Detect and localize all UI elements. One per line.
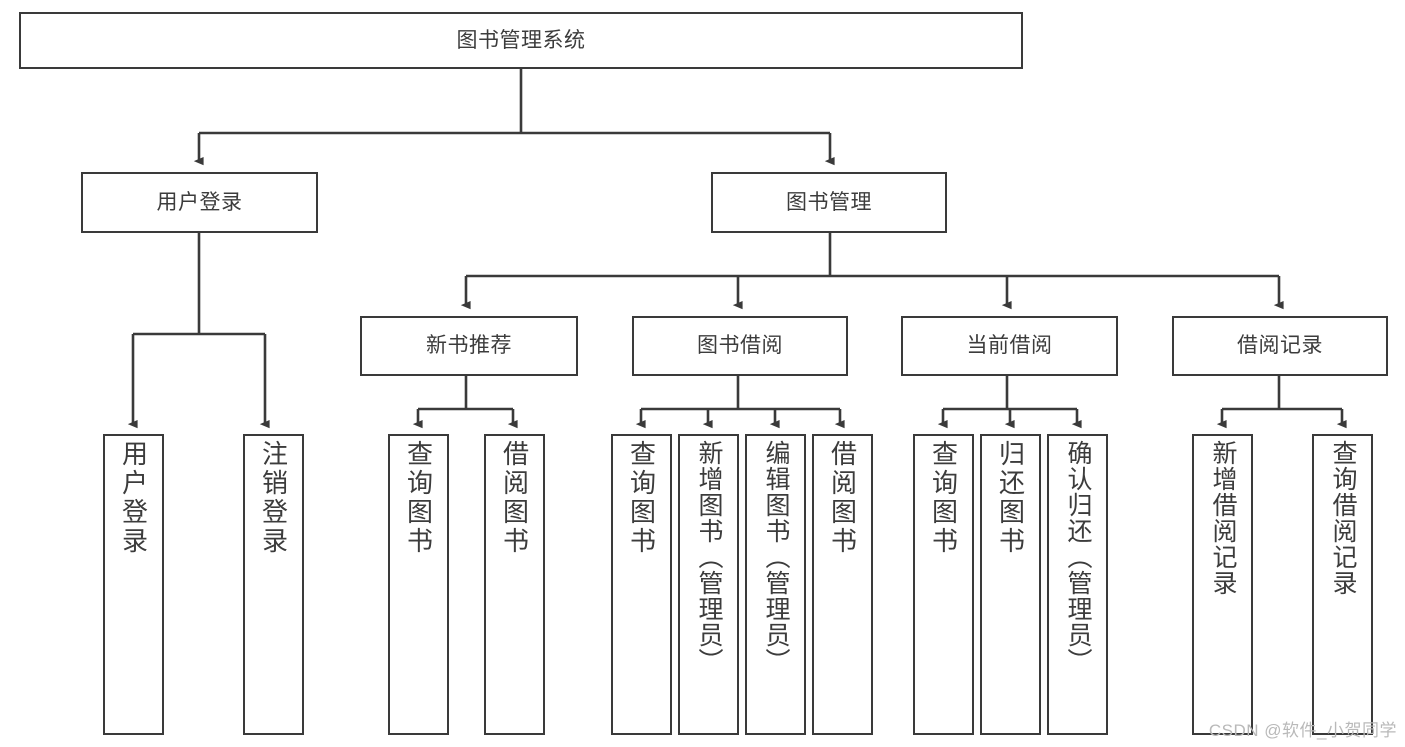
node-book-manage[interactable]: 图书管理 (711, 172, 947, 233)
node-new-book-recommend-label: 新书推荐 (426, 334, 512, 358)
node-leaf-query-book-3-label: 查询图书 (928, 440, 959, 556)
node-leaf-query-record-label: 查询借阅记录 (1329, 440, 1357, 596)
node-leaf-borrow-book-2-label: 借阅图书 (827, 440, 858, 556)
node-leaf-add-book-admin-label: 新增图书（管理员） (695, 440, 723, 674)
node-leaf-add-record-label: 新增借阅记录 (1209, 440, 1237, 596)
node-borrow-record[interactable]: 借阅记录 (1172, 316, 1388, 376)
node-leaf-user-login-label: 用户登录 (118, 440, 149, 556)
node-book-borrow-label: 图书借阅 (697, 334, 783, 358)
csdn-watermark: CSDN @软件_小贺同学 (1208, 721, 1397, 740)
node-leaf-query-book-2[interactable]: 查询图书 (611, 434, 672, 735)
node-leaf-query-record[interactable]: 查询借阅记录 (1312, 434, 1373, 735)
node-book-borrow[interactable]: 图书借阅 (632, 316, 848, 376)
node-leaf-query-book-3[interactable]: 查询图书 (913, 434, 974, 735)
node-current-borrow-label: 当前借阅 (966, 334, 1053, 358)
node-leaf-borrow-book-1-label: 借阅图书 (499, 440, 530, 556)
node-leaf-edit-book-admin-label: 编辑图书（管理员） (762, 440, 790, 674)
node-leaf-query-book-2-label: 查询图书 (626, 440, 657, 556)
node-leaf-logout-login-label: 注销登录 (258, 440, 289, 556)
node-leaf-return-book-label: 归还图书 (995, 440, 1026, 556)
node-book-manage-label: 图书管理 (786, 190, 872, 214)
node-leaf-edit-book-admin[interactable]: 编辑图书（管理员） (745, 434, 806, 735)
node-leaf-add-record[interactable]: 新增借阅记录 (1192, 434, 1253, 735)
node-user-login[interactable]: 用户登录 (81, 172, 318, 233)
node-leaf-borrow-book-2[interactable]: 借阅图书 (812, 434, 873, 735)
node-leaf-user-login[interactable]: 用户登录 (103, 434, 164, 735)
node-new-book-recommend[interactable]: 新书推荐 (360, 316, 578, 376)
node-leaf-confirm-return-label: 确认归还（管理员） (1064, 440, 1092, 674)
node-root[interactable]: 图书管理系统 (19, 12, 1023, 69)
node-borrow-record-label: 借阅记录 (1237, 334, 1323, 358)
node-leaf-query-book-1-label: 查询图书 (403, 440, 434, 556)
node-user-login-label: 用户登录 (156, 190, 243, 214)
node-leaf-confirm-return[interactable]: 确认归还（管理员） (1047, 434, 1108, 735)
node-leaf-return-book[interactable]: 归还图书 (980, 434, 1041, 735)
node-current-borrow[interactable]: 当前借阅 (901, 316, 1118, 376)
node-leaf-query-book-1[interactable]: 查询图书 (388, 434, 449, 735)
node-leaf-add-book-admin[interactable]: 新增图书（管理员） (678, 434, 739, 735)
node-root-label: 图书管理系统 (456, 28, 586, 52)
node-leaf-logout-login[interactable]: 注销登录 (243, 434, 304, 735)
node-leaf-borrow-book-1[interactable]: 借阅图书 (484, 434, 545, 735)
